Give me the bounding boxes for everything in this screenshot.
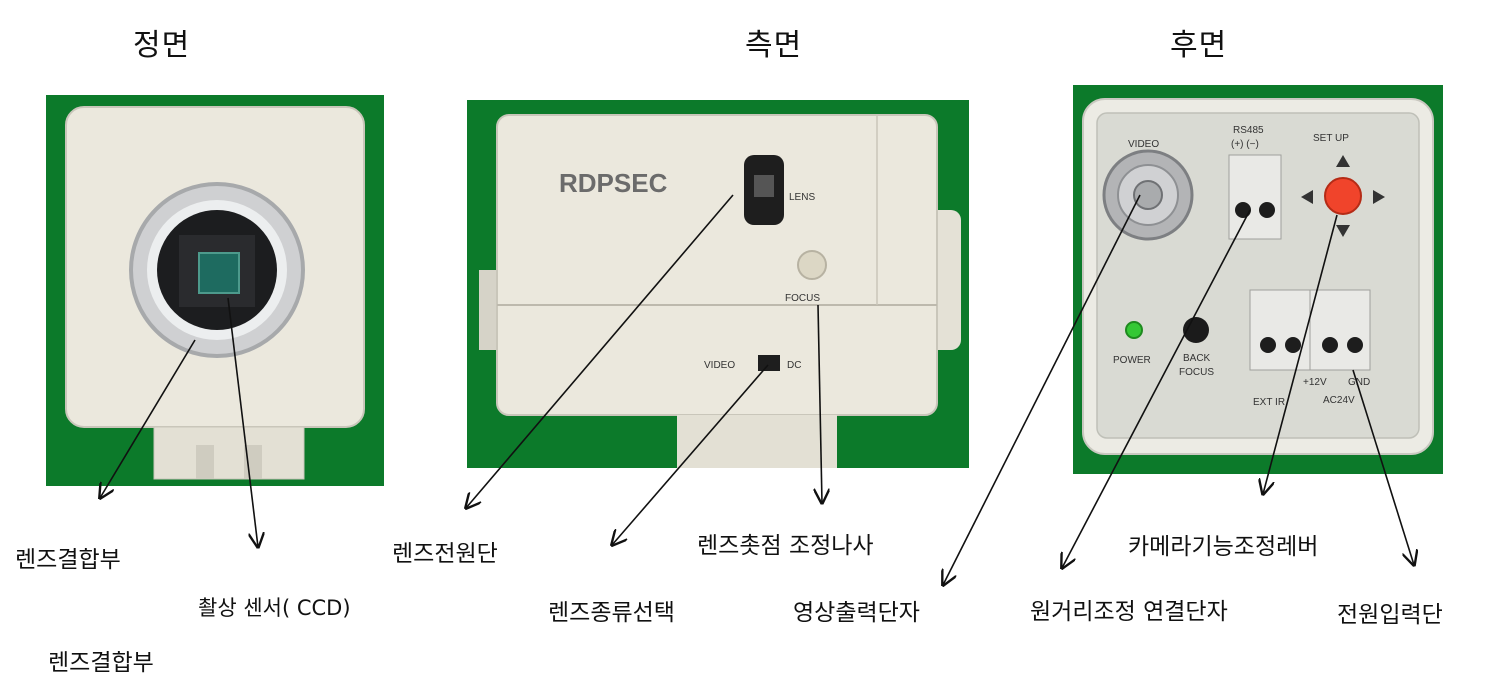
ac24v-text: AC24V [1323,395,1355,406]
switch-dc-text: DC [787,360,801,371]
heading-side: 측면 [745,28,803,63]
label-lens-power: 렌즈전원단 [392,541,498,567]
arrow-lens-type [612,364,769,545]
label-power-input: 전원입력단 [1337,602,1443,628]
power-text: POWER [1113,355,1151,366]
front-photo [46,95,384,486]
label-lens-type-select: 렌즈종류선택 [548,600,675,626]
setup-text: SET UP [1313,133,1349,144]
rs485-text: RS485 [1233,125,1264,136]
arrow-lens-mount [100,339,196,498]
label-focus-screw: 렌즈촛점 조정나사 [697,533,874,559]
arrow-video-out [943,194,1141,585]
label-video-out: 영상출력단자 [793,600,920,626]
rs485-pins-text: (+) (−) [1231,139,1259,150]
ext-ir-text: EXT IR [1253,397,1285,408]
label-function-lever: 카메라기능조정레버 [1128,534,1319,560]
back-text: BACK [1183,353,1211,364]
arrow-image-sensor [227,297,258,547]
label-image-sensor: 촬상 센서( CCD) [198,596,351,620]
label-remote-terminal: 원거리조정 연결단자 [1030,599,1228,625]
focus-small-text: FOCUS [1179,367,1214,378]
heading-front: 정면 [133,28,191,63]
label-lens-mount: 렌즈결합부 [15,547,121,573]
arrow-lens-power [466,194,734,508]
rear-photo: VIDEO RS485 (+) (−) SET UP POWER BACK FO… [1073,85,1443,474]
arrow-function-lever [1263,214,1338,494]
brand-text: RDPSEC [559,168,668,198]
camera-side-illustration: RDPSEC LENS FOCUS VIDEO DC [479,114,961,468]
arrow-power-input [1352,369,1414,565]
focus-text: FOCUS [785,293,820,304]
label-lens-mount-repeat: 렌즈결합부 [48,650,154,676]
side-photo: RDPSEC LENS FOCUS VIDEO DC [467,100,969,468]
camera-rear-illustration: VIDEO RS485 (+) (−) SET UP POWER BACK FO… [1082,98,1434,455]
arrow-focus-screw [818,304,822,503]
gnd-text: GND [1348,377,1370,388]
arrow-remote-terminal [1062,209,1251,568]
plus12v-text: +12V [1303,377,1327,388]
lens-text: LENS [789,192,815,203]
camera-front-illustration [65,106,365,480]
rear-video-text: VIDEO [1128,139,1159,150]
heading-rear: 후면 [1170,28,1228,63]
switch-video-text: VIDEO [704,360,735,371]
